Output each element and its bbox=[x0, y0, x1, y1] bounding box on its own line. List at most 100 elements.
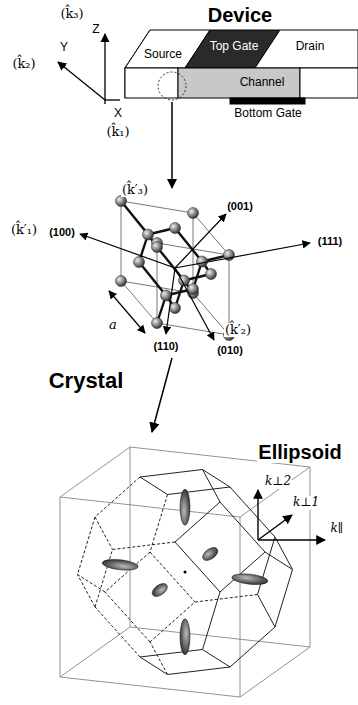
channel-region: Channel bbox=[238, 75, 287, 90]
brillouin-zone bbox=[60, 447, 310, 697]
reciprocal-cube-edge bbox=[130, 627, 310, 647]
energy-ellipsoid bbox=[102, 558, 139, 572]
region-label: Bottom Gate bbox=[234, 107, 301, 120]
reciprocal-cube-edge bbox=[60, 497, 61, 677]
reciprocal-cube-edge bbox=[240, 517, 241, 697]
atomic-bond bbox=[157, 247, 184, 281]
zoom-arrow bbox=[171, 102, 173, 188]
zone-edge bbox=[105, 592, 150, 642]
atomic-bond bbox=[121, 201, 148, 235]
zone-edge bbox=[140, 477, 168, 495]
direction-arrow bbox=[175, 268, 214, 340]
cube-edge bbox=[121, 201, 122, 281]
k-axis-label: k⊥1 bbox=[292, 496, 320, 509]
atom bbox=[197, 256, 208, 267]
z-axis bbox=[104, 34, 105, 100]
axis-vector-label: (k̂′₃) bbox=[121, 183, 149, 197]
axis-label: Z bbox=[91, 23, 100, 36]
axis-vector-label: (k̂′₁) bbox=[10, 223, 38, 237]
zone-edge bbox=[265, 552, 293, 570]
section-heading: Device bbox=[207, 4, 274, 26]
zone-edge bbox=[230, 627, 275, 667]
energy-ellipsoid bbox=[200, 545, 220, 563]
reciprocal-cube-edge bbox=[60, 677, 240, 697]
energy-ellipsoid bbox=[180, 619, 190, 655]
direction-label: (001) bbox=[226, 200, 254, 212]
zone-edge bbox=[203, 650, 231, 668]
zone-edge bbox=[78, 517, 96, 575]
direction-label: (110) bbox=[152, 340, 179, 352]
zoom-arrows bbox=[152, 102, 172, 432]
reciprocal-cube-edge bbox=[60, 497, 240, 517]
atomic-bond bbox=[175, 228, 202, 262]
x-axis bbox=[104, 100, 105, 104]
section-heading: Ellipsoid bbox=[257, 441, 342, 463]
energy-ellipsoid bbox=[180, 489, 190, 525]
zoom-arrow bbox=[152, 358, 172, 432]
region-label: Top Gate bbox=[210, 40, 259, 53]
atom bbox=[188, 284, 199, 295]
atom bbox=[188, 208, 199, 219]
atom bbox=[161, 290, 172, 301]
channel-zoom-circle bbox=[158, 72, 186, 100]
zone-edge bbox=[195, 595, 258, 603]
cube-edge bbox=[193, 213, 229, 255]
zone-edge bbox=[220, 552, 265, 592]
lattice-dimension bbox=[109, 291, 145, 333]
atom bbox=[152, 318, 163, 329]
zone-edge bbox=[175, 542, 220, 592]
y-axis bbox=[58, 62, 105, 100]
axis-vector-label: (k̂₂) bbox=[11, 57, 36, 71]
axis-label: Y bbox=[59, 41, 69, 54]
section-heading: Crystal bbox=[48, 369, 125, 393]
direction-arrow bbox=[166, 268, 175, 334]
source-front-face bbox=[125, 68, 178, 98]
axis-vector-label: (k̂₁) bbox=[105, 125, 130, 139]
axis-vector-label: (k̂₃) bbox=[59, 7, 84, 21]
zone-edge bbox=[258, 595, 276, 628]
atom bbox=[116, 276, 127, 287]
reciprocal-cube-edge bbox=[130, 447, 131, 627]
k-axis bbox=[258, 539, 325, 540]
atom bbox=[170, 303, 181, 314]
k-axis-label: k∥ bbox=[330, 522, 345, 535]
zone-edge bbox=[78, 575, 96, 608]
zone-edge bbox=[275, 537, 293, 570]
atom bbox=[206, 269, 217, 280]
direction-label: (100) bbox=[48, 226, 76, 238]
k-axis bbox=[257, 490, 258, 540]
cube-edge bbox=[121, 281, 157, 323]
reciprocal-cube-edge bbox=[310, 467, 311, 647]
atomic-bond bbox=[139, 262, 166, 296]
zone-edge bbox=[105, 552, 150, 592]
dimension-label: a bbox=[108, 318, 118, 332]
direction-arrow bbox=[175, 243, 310, 268]
drain-region: Drain bbox=[294, 39, 327, 54]
direction-arrow bbox=[80, 234, 175, 268]
cube-edge bbox=[193, 213, 194, 293]
x-axis bbox=[105, 99, 120, 100]
zone-edge bbox=[140, 657, 168, 675]
k-axes bbox=[258, 490, 325, 540]
crystal-direction-arrows bbox=[80, 214, 310, 340]
channel-front-face bbox=[178, 68, 300, 98]
energy-ellipsoid bbox=[150, 581, 170, 599]
reciprocal-cube-edge bbox=[240, 647, 310, 697]
device-axes bbox=[58, 34, 120, 104]
bottom-gate-bar bbox=[230, 98, 305, 104]
zone-edge bbox=[95, 550, 113, 608]
top-gate-region: Top Gate bbox=[208, 39, 261, 54]
region-label: Drain bbox=[296, 40, 325, 53]
zone-center bbox=[184, 571, 187, 574]
zone-edge bbox=[78, 575, 106, 593]
zone-edge bbox=[203, 470, 231, 488]
cube-edge bbox=[121, 201, 157, 243]
direction-label: (111) bbox=[317, 235, 343, 247]
zone-edge bbox=[95, 517, 113, 550]
region-label: Channel bbox=[240, 76, 285, 89]
zone-edge bbox=[275, 570, 293, 628]
atom bbox=[170, 223, 181, 234]
zone-edge bbox=[230, 487, 275, 537]
